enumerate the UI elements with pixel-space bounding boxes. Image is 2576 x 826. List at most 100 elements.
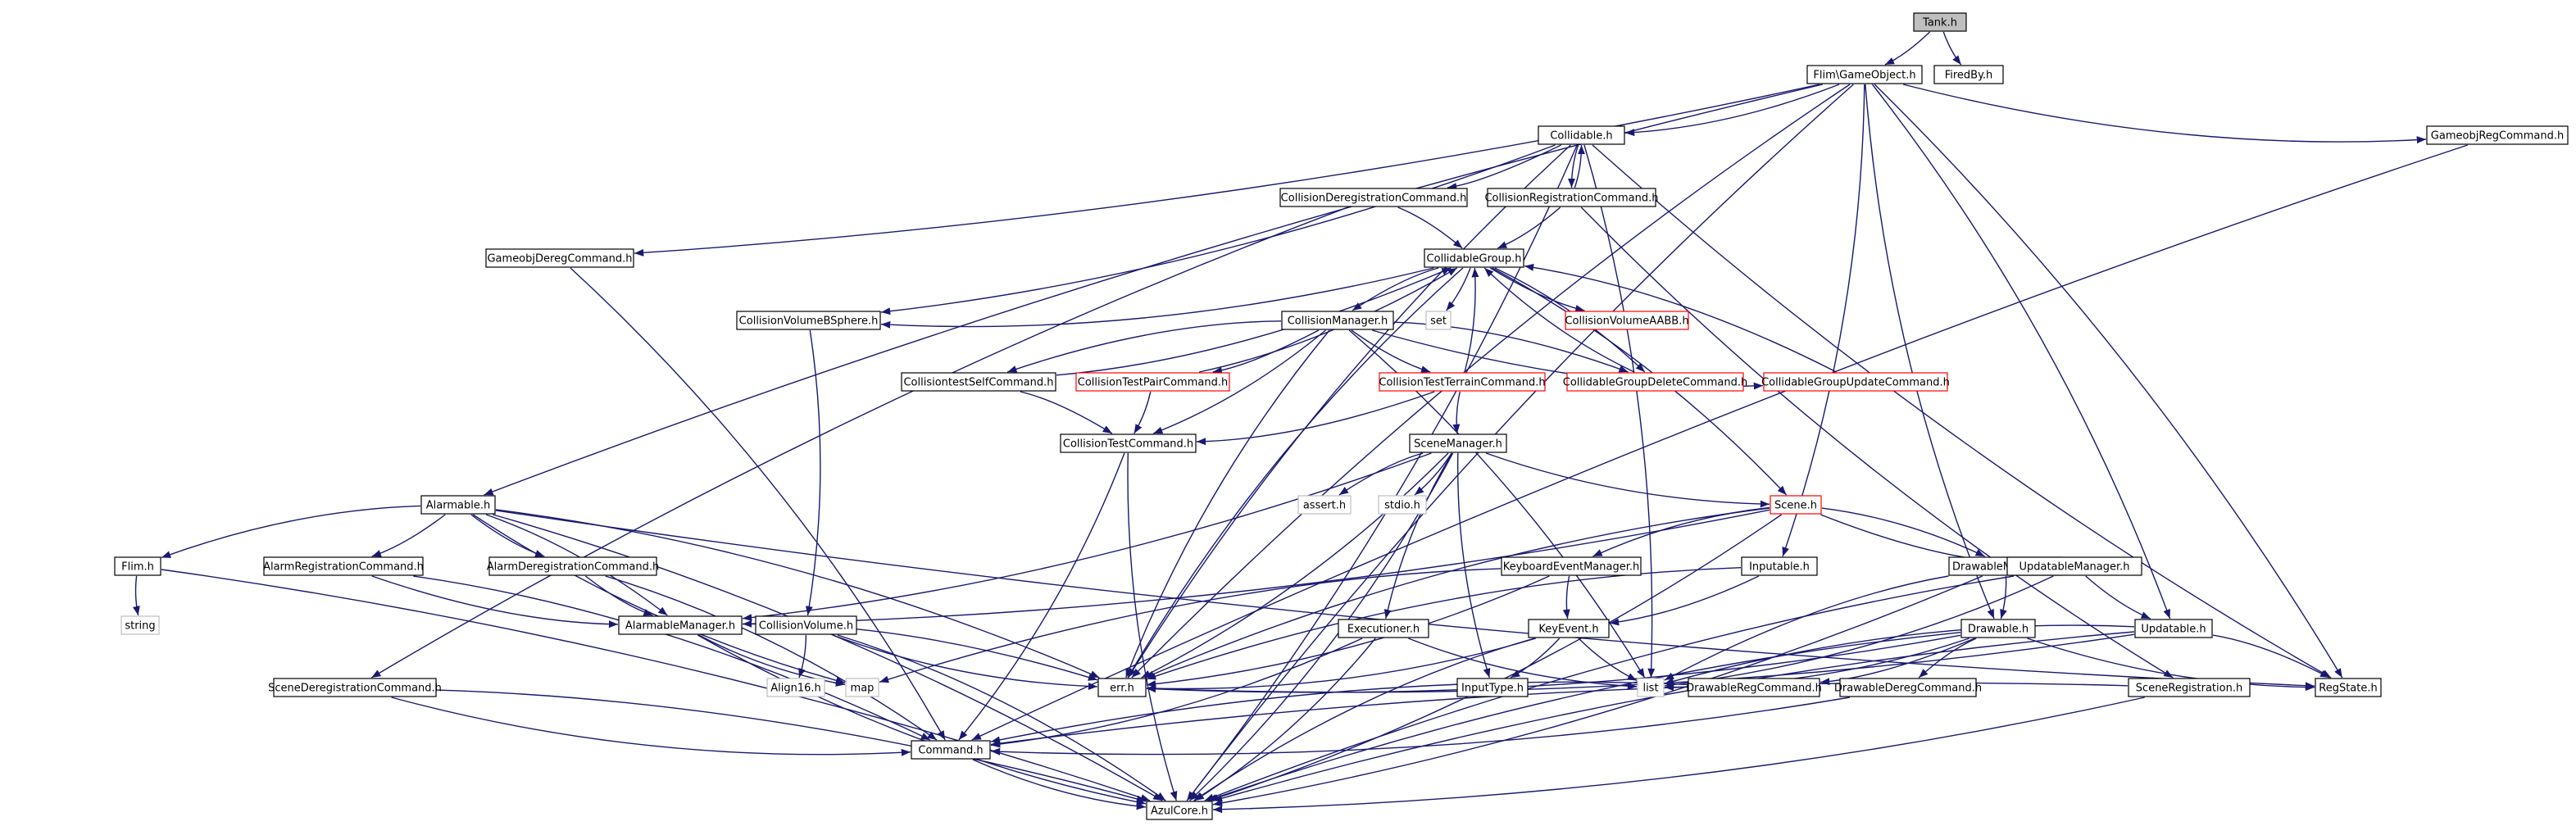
edge-flim_go-to-err (1131, 84, 1851, 678)
node-ctpair-label: CollisionTestPairCommand.h (1078, 377, 1228, 389)
edge-scene-to-drawmgr (1821, 507, 1986, 557)
node-cmgr[interactable]: CollisionManager.h (1281, 311, 1394, 330)
node-cgdel[interactable]: CollidableGroupDeleteCommand.h (1563, 372, 1747, 392)
node-collidable[interactable]: Collidable.h (1538, 125, 1625, 145)
node-cgdel-label: CollidableGroupDeleteCommand.h (1563, 377, 1747, 389)
node-command[interactable]: Command.h (911, 740, 991, 760)
node-coll_reg[interactable]: CollisionRegistrationCommand.h (1484, 188, 1659, 207)
node-flim-label: Flim.h (121, 561, 154, 574)
node-cgroup[interactable]: CollidableGroup.h (1424, 248, 1524, 268)
node-stdio-label: stdio.h (1384, 500, 1420, 512)
node-coll_dereg[interactable]: CollisionDeregistrationCommand.h (1279, 188, 1468, 207)
node-scene[interactable]: Scene.h (1770, 495, 1822, 515)
node-cvol[interactable]: CollisionVolume.h (755, 615, 857, 635)
node-drawreg-box (1688, 678, 1820, 697)
node-azulcore[interactable]: AzulCore.h (1146, 801, 1213, 820)
edge-ctpair-to-ctcmd (1134, 391, 1152, 434)
node-alarmdereg[interactable]: AlarmDeregistrationCommand.h (487, 556, 659, 576)
node-fired[interactable]: FiredBy.h (1933, 65, 2004, 84)
node-updatable[interactable]: Updatable.h (2134, 619, 2213, 638)
node-cgupd-label: CollidableGroupUpdateCommand.h (1761, 377, 1950, 389)
edge-alarmable-to-alarmmgr (485, 514, 668, 616)
node-collidable-box (1538, 125, 1625, 145)
edge-cgroup-to-cvbs (880, 267, 1434, 329)
edge-kbmgr-to-map (879, 568, 1502, 683)
node-kbmgr[interactable]: KeyboardEventManager.h (1501, 556, 1642, 576)
node-cgupd-box (1763, 372, 1948, 392)
node-goreg[interactable]: GameobjRegCommand.h (2426, 125, 2569, 145)
edge-tank-to-fired (1942, 31, 1962, 66)
node-stdio: stdio.h (1378, 495, 1427, 515)
edge-layer (132, 31, 2468, 814)
node-flim_go[interactable]: Flim\GameObject.h (1806, 65, 1923, 84)
node-drawable[interactable]: Drawable.h (1960, 619, 2036, 638)
edge-executioner-to-azulcore (1194, 638, 1376, 801)
edge-cmgr-to-ctself (1006, 320, 1282, 373)
edge-scene-to-err (1144, 507, 1770, 678)
node-command-label: Command.h (918, 745, 983, 757)
node-goreg-box (2426, 125, 2569, 145)
node-alarmable[interactable]: Alarmable.h (420, 495, 496, 515)
node-ctself-box (901, 372, 1056, 392)
edge-collidable-to-coll_dereg (1447, 144, 1562, 190)
edge-ctself-to-cgroup (1056, 267, 1452, 376)
node-coll_dereg-box (1279, 188, 1468, 207)
node-ctterrain[interactable]: CollisionTestTerrainCommand.h (1379, 372, 1546, 392)
node-ctself[interactable]: CollisiontestSelfCommand.h (901, 372, 1056, 392)
edge-coll_reg-to-collidable (1574, 144, 1586, 188)
node-keyevent-box (1528, 619, 1610, 638)
node-flim[interactable]: Flim.h (114, 556, 161, 576)
node-cgupd[interactable]: CollidableGroupUpdateCommand.h (1761, 372, 1950, 392)
edge-collidable-to-err (1127, 144, 1571, 678)
node-string-box (120, 615, 160, 635)
node-kbmgr-label: KeyboardEventManager.h (1503, 561, 1640, 574)
edge-alarmable-to-alarmreg (371, 514, 446, 557)
edge-tank-to-flim_go (1884, 31, 1930, 66)
node-fired-box (1933, 65, 2004, 84)
edge-flim_go-to-goreg (1903, 84, 2427, 144)
node-string: string (120, 615, 160, 635)
node-coll_reg-label: CollisionRegistrationCommand.h (1484, 193, 1658, 205)
node-inputtype[interactable]: InputType.h (1456, 678, 1529, 697)
node-ctpair[interactable]: CollisionTestPairCommand.h (1075, 372, 1230, 392)
node-executioner[interactable]: Executioner.h (1338, 619, 1429, 638)
edge-flim_go-to-drawable (1865, 84, 1995, 620)
node-align16-label: Align16.h (770, 683, 821, 695)
node-updmgr[interactable]: UpdatableManager.h (2006, 556, 2142, 576)
node-executioner-box (1338, 619, 1429, 638)
node-drawdereg[interactable]: DrawableDeregCommand.h (1834, 678, 1982, 697)
node-updatable-label: Updatable.h (2141, 624, 2206, 636)
node-regstate[interactable]: RegState.h (2315, 678, 2382, 697)
node-scenedereg-box (273, 678, 437, 697)
edge-goreg-to-command (971, 144, 2468, 741)
node-godereg[interactable]: GameobjDeregCommand.h (485, 248, 634, 268)
node-inputable[interactable]: Inputable.h (1741, 556, 1818, 576)
node-scenedereg[interactable]: SceneDeregistrationCommand.h (268, 678, 442, 697)
node-alarmable-box (420, 495, 496, 515)
node-alarmmgr-box (618, 615, 743, 635)
edge-drawdereg-to-command (990, 697, 1851, 756)
edge-keyevent-to-inputtype (1510, 638, 1561, 678)
node-ctcmd[interactable]: CollisionTestCommand.h (1060, 433, 1197, 453)
node-keyevent[interactable]: KeyEvent.h (1528, 619, 1610, 638)
node-drawreg[interactable]: DrawableRegCommand.h (1686, 678, 1822, 697)
node-err[interactable]: err.h (1097, 678, 1147, 697)
node-assert: assert.h (1297, 495, 1352, 515)
node-ctcmd-label: CollisionTestCommand.h (1063, 438, 1193, 451)
edge-inputable-to-err (1146, 567, 1742, 680)
edge-drawable-to-regstate (2027, 638, 2315, 692)
node-scenemgr[interactable]: SceneManager.h (1409, 433, 1507, 453)
edge-coll_reg-to-cgroup (1497, 206, 1561, 249)
node-scenereg[interactable]: SceneRegistration.h (2128, 678, 2251, 697)
node-ctterrain-box (1379, 372, 1546, 392)
edge-updmgr-to-azulcore (1204, 575, 2015, 801)
node-cvbs[interactable]: CollisionVolumeBSphere.h (736, 311, 881, 330)
node-cvaabb[interactable]: CollisionVolumeAABB.h (1565, 311, 1689, 330)
node-set: set (1425, 311, 1452, 330)
node-tank[interactable]: Tank.h (1913, 12, 1967, 32)
node-list-box (1637, 678, 1665, 697)
node-align16-box (766, 678, 825, 697)
node-alarmreg[interactable]: AlarmRegistrationCommand.h (263, 556, 424, 576)
node-alarmmgr[interactable]: AlarmableManager.h (618, 615, 743, 635)
